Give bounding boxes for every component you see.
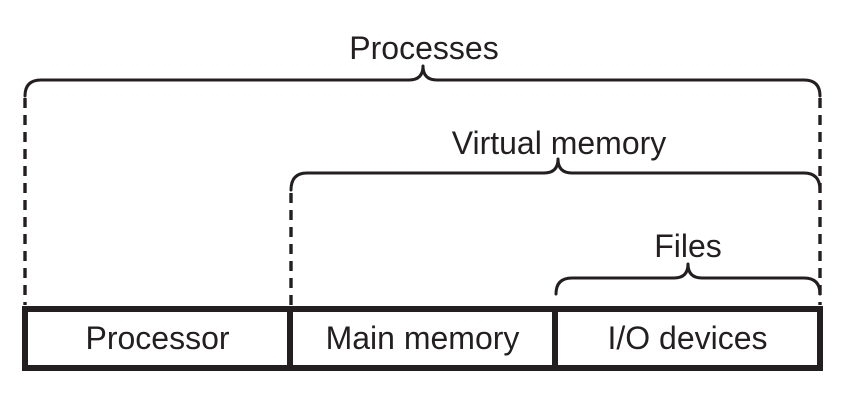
brace-files bbox=[554, 262, 822, 296]
brace-processes bbox=[23, 64, 822, 98]
box-main-memory-label: Main memory bbox=[325, 320, 520, 356]
box-io-devices: I/O devices bbox=[552, 312, 817, 365]
box-processor-label: Processor bbox=[85, 320, 230, 356]
hardware-box: Processor Main memory I/O devices bbox=[22, 306, 823, 371]
box-processor: Processor bbox=[28, 312, 287, 365]
box-io-devices-label: I/O devices bbox=[607, 320, 768, 356]
label-virtual-memory: Virtual memory bbox=[451, 125, 667, 161]
label-processes: Processes bbox=[349, 30, 499, 66]
label-files: Files bbox=[654, 228, 722, 264]
box-main-memory: Main memory bbox=[287, 312, 552, 365]
brace-virtual-memory bbox=[289, 157, 822, 192]
